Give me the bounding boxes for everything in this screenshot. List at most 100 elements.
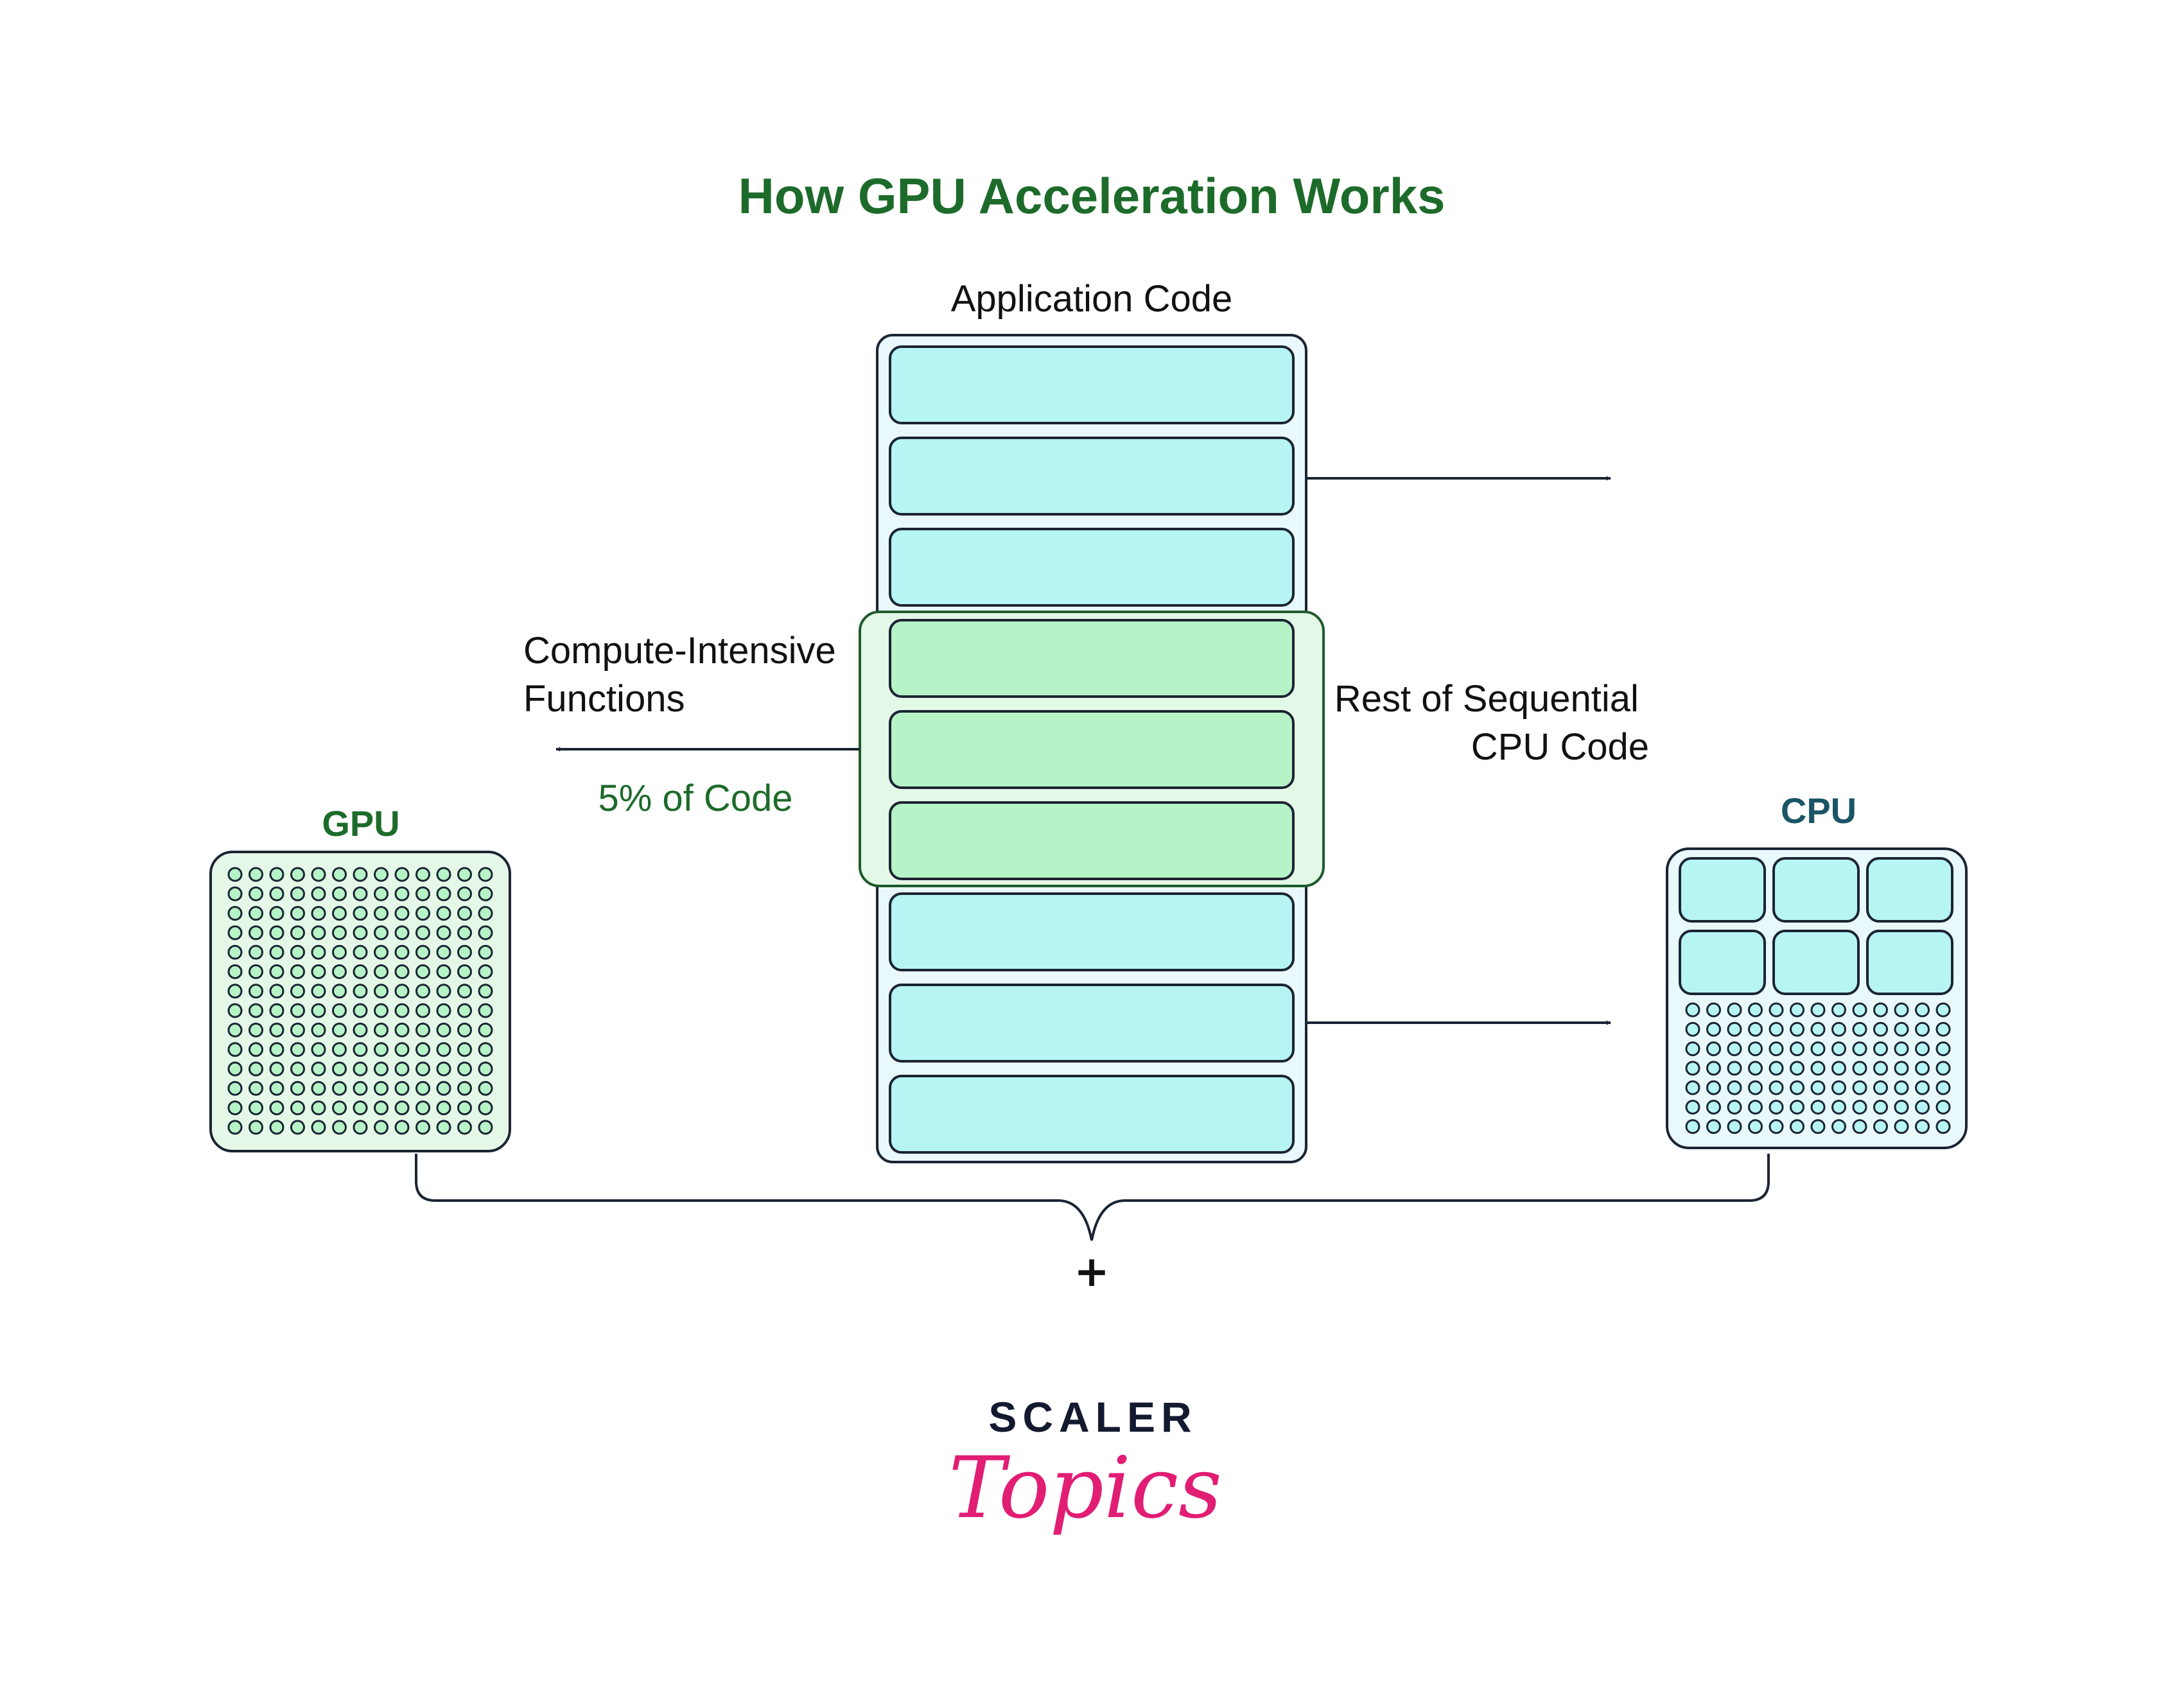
gpu-core-dot [249,1003,263,1018]
gpu-core-dot [227,1081,243,1096]
gpu-core-dot [436,1061,451,1077]
gpu-core-dot [478,886,493,901]
cpu-small-core-dot [1748,1080,1763,1095]
gpu-core-dot [269,984,284,999]
gpu-core-dot [227,906,243,921]
cpu-label: CPU [1781,790,1856,831]
gpu-core-dot [374,1061,389,1077]
gpu-core-dot [290,867,305,882]
compute-label-line2: Functions [523,678,685,720]
gpu-core-dot [415,886,430,901]
cpu-small-core-dot [1831,1119,1846,1134]
cpu-chip [1666,847,1968,1149]
gpu-core-dot [374,886,389,901]
gpu-core-dot [353,984,368,999]
gpu-core-dot [394,1100,410,1116]
gpu-core-dot [269,1081,284,1096]
gpu-core-dot [353,925,368,941]
gpu-core-dot [457,1120,472,1135]
gpu-core-dot [457,886,472,901]
cpu-small-core-dot [1831,1041,1846,1057]
gpu-core-dot [249,1061,263,1077]
gpu-core-dot [332,944,347,960]
cpu-small-core-dot [1873,1041,1888,1057]
cpu-small-core-dot [1915,1100,1930,1115]
gpu-core-dot [332,1081,347,1096]
gpu-core-dot [436,906,451,921]
gpu-core-dot [394,1022,410,1037]
gpu-core-dot [415,1100,430,1116]
cpu-small-core-dot [1685,1061,1700,1076]
gpu-core-dot [353,1061,368,1077]
cpu-small-core-dot [1894,1021,1909,1037]
cpu-small-core-dot [1748,1002,1763,1018]
percent-of-code-label: 5% of Code [598,777,792,819]
gpu-core-dot [332,1003,347,1018]
cpu-small-core-dot [1873,1061,1888,1076]
cpu-small-core-dot [1810,1119,1826,1134]
gpu-core-dot [457,867,472,882]
gpu-core-dot [332,906,347,921]
cpu-small-core-dot [1748,1061,1763,1076]
gpu-core-dot [394,964,410,979]
gpu-core-dot [415,867,430,882]
gpu-core-dot [353,1003,368,1018]
gpu-core-dot [457,1042,472,1057]
sequential-code-block [889,892,1295,971]
gpu-core-dot [227,964,243,979]
application-code-label: Application Code [951,278,1233,320]
gpu-core-dot [478,1003,493,1018]
cpu-small-core-dot [1727,1119,1742,1134]
gpu-core-dot [415,925,430,941]
gpu-core-dot [374,1100,389,1116]
gpu-core-dot [290,925,305,941]
gpu-core-dot [353,964,368,979]
gpu-core-dot [436,984,451,999]
cpu-small-core-dot [1873,1080,1888,1095]
cpu-small-core-dot [1810,1100,1826,1115]
gpu-core-dot [332,1042,347,1057]
gpu-core-dot [227,1003,243,1018]
cpu-small-core-dot [1790,1061,1804,1076]
gpu-core-dot [478,925,493,941]
logo-scaler: SCALER [988,1393,1197,1441]
gpu-core-dot [457,1081,472,1096]
gpu-core-dot [332,886,347,901]
gpu-core-dot [269,944,284,960]
gpu-core-dot [353,944,368,960]
gpu-core-dot [374,1042,389,1057]
gpu-core-dot [290,964,305,979]
gpu-core-dot [249,944,263,960]
gpu-core-dot [249,1042,263,1057]
cpu-small-core-dot [1852,1041,1867,1057]
gpu-core-dot [436,964,451,979]
cpu-small-core-dot [1706,1080,1721,1095]
gpu-core-dot [311,886,326,901]
sequential-code-block [889,984,1295,1063]
gpu-core-dot [249,1100,263,1116]
cpu-small-core-dot [1894,1100,1909,1115]
cpu-small-core-dot [1727,1080,1742,1095]
cpu-small-core-dot [1852,1080,1867,1095]
gpu-core-dot [269,1042,284,1057]
sequential-code-block [889,345,1295,424]
gpu-core-dot [415,1022,430,1037]
cpu-small-core-dot [1727,1002,1742,1018]
cpu-core [1772,857,1860,923]
gpu-core-dot [478,1081,493,1096]
gpu-core-dot [311,944,326,960]
gpu-core-dot [436,867,451,882]
gpu-core-dot [332,1061,347,1077]
cpu-small-core-dot [1935,1100,1951,1115]
gpu-core-dot [415,944,430,960]
cpu-small-core-dot [1873,1119,1888,1134]
gpu-core-dot [457,1022,472,1037]
gpu-core-dot [457,944,472,960]
gpu-core-dot [311,1003,326,1018]
cpu-small-core-dot [1727,1021,1742,1037]
gpu-core-dot [332,964,347,979]
gpu-core-dot [415,1042,430,1057]
cpu-small-core-dot [1852,1119,1867,1134]
gpu-core-dot [394,1120,410,1135]
